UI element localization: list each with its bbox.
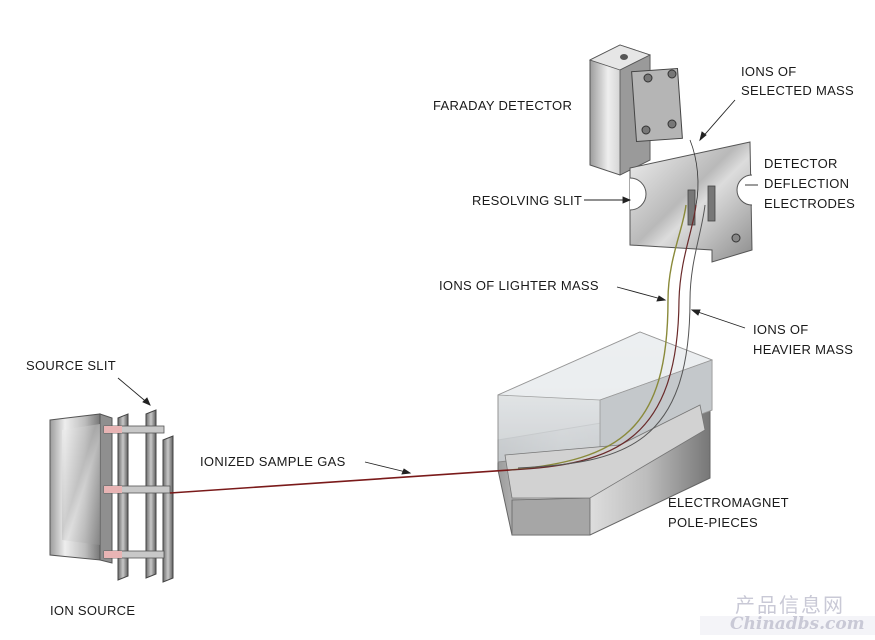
label-detector-deflection-line1: DETECTOR [764,156,838,171]
label-ions-heavier-line1: IONS OF [753,322,809,337]
label-faraday-detector: FARADAY DETECTOR [433,98,573,113]
ion-beams [169,139,706,494]
watermark-band [700,616,875,635]
ion-source-assembly [49,409,174,583]
leader-lines [117,99,758,475]
label-resolving-slit: RESOLVING SLIT [472,193,583,208]
label-electromagnet-line2: POLE-PIECES [668,515,758,530]
label-detector-deflection-line3: ELECTRODES [764,196,856,211]
label-electromagnet-line1: ELECTROMAGNET [668,495,789,510]
label-ions-selected-line2: SELECTED MASS [741,83,854,98]
label-ion-source: ION SOURCE [50,603,136,618]
label-detector-deflection-line2: DEFLECTION [764,176,850,191]
watermark-cn: 产品信息网 [735,593,845,617]
label-source-slit: SOURCE SLIT [26,358,116,373]
faraday-detector-assembly [588,44,753,263]
label-ions-selected-line1: IONS OF [741,64,797,79]
watermark-en: Chinadbs.com [730,614,865,634]
label-ions-lighter: IONS OF LIGHTER MASS [439,278,599,293]
label-ions-heavier-line2: HEAVIER MASS [753,342,854,357]
electromagnet-pole-pieces [497,331,714,536]
label-ionized-sample-gas: IONIZED SAMPLE GAS [200,454,346,469]
